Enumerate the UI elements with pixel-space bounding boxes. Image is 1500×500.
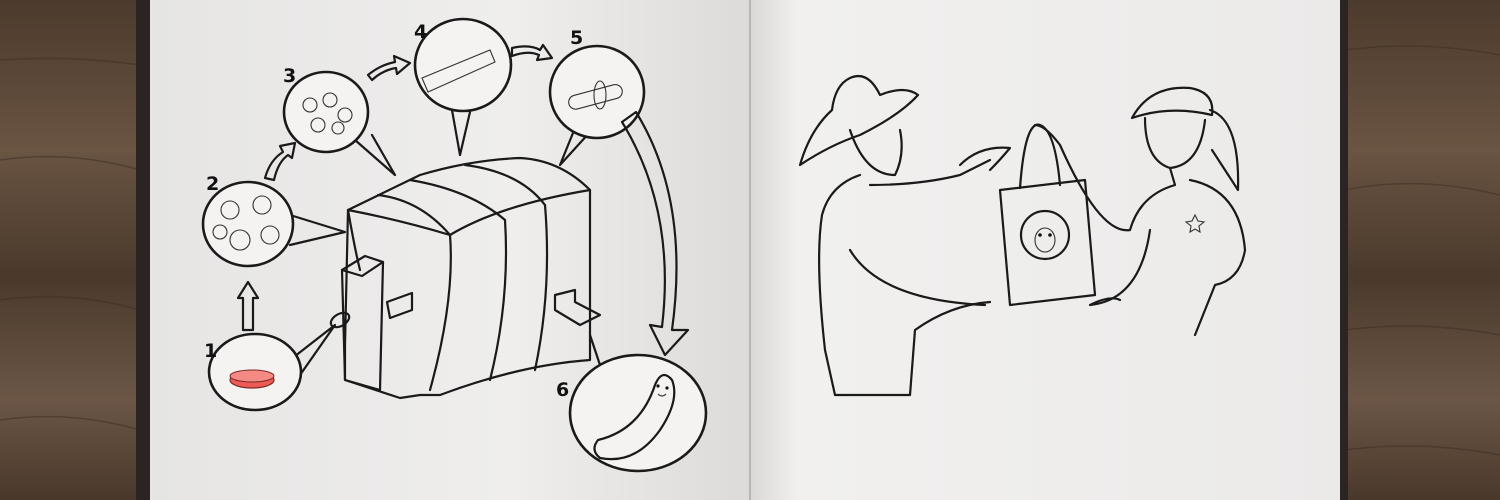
vendor-figure <box>1033 86 1247 337</box>
arrow-2-to-3-icon <box>263 141 297 182</box>
ponytail <box>1208 108 1240 192</box>
step-label-5: 5 <box>570 27 583 49</box>
shopping-scene-illustration <box>798 74 1247 397</box>
cowboy-hat <box>798 74 920 167</box>
step-2-cells-bubble <box>201 180 347 268</box>
arrow-3-to-4-icon <box>366 54 412 82</box>
bioreactor-machine <box>329 156 602 400</box>
baseball-cap <box>1130 86 1214 120</box>
step-label-4: 4 <box>414 21 427 43</box>
step-label-1: 1 <box>204 340 217 362</box>
farmer-hand <box>958 146 1012 172</box>
arrow-5-to-6-icon <box>620 110 690 357</box>
right-page <box>750 0 1340 500</box>
step-label-3: 3 <box>283 65 296 87</box>
arrow-1-to-2-icon <box>236 280 260 332</box>
cow-logo-icon <box>1019 209 1071 261</box>
smiling-sausage <box>593 373 676 461</box>
step-label-2: 2 <box>206 173 219 195</box>
step-5-sausage-forming-bubble <box>548 44 646 167</box>
step-4-tissue-bubble <box>413 17 513 157</box>
star-badge-icon <box>1184 213 1206 234</box>
step-label-6: 6 <box>556 379 569 401</box>
step-3-cell-growth-bubble <box>282 70 397 177</box>
wood-grain <box>0 45 1500 456</box>
arrow-4-to-5-icon <box>510 43 554 62</box>
process-arrows <box>236 43 690 357</box>
step-1-petri-dish-bubble <box>207 323 337 412</box>
farmer-figure <box>798 74 1012 397</box>
step-6-sausage-bubble <box>568 333 708 473</box>
process-illustration: 1 2 3 4 5 6 <box>201 17 708 473</box>
